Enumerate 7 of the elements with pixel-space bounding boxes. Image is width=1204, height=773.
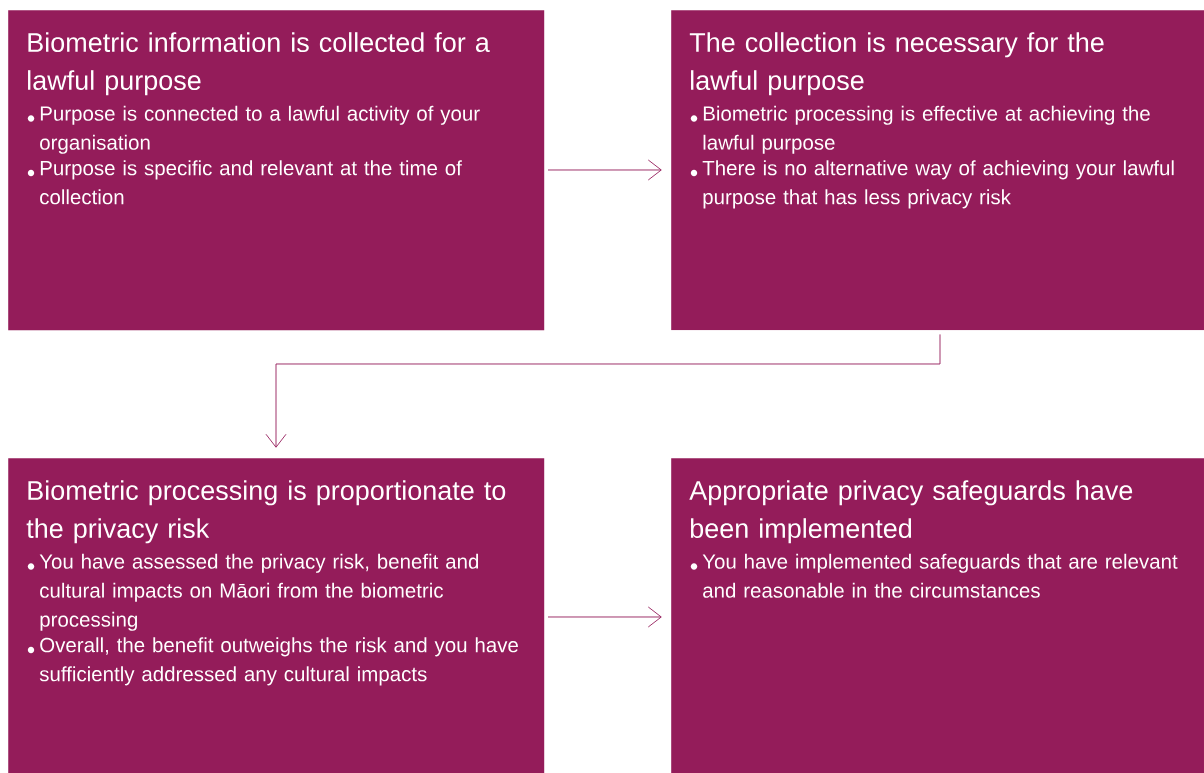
process-box: Biometric information is collected for a lawful purpose Purpose is connected to a lawful activity of your organisation Purpose is specific and relevant at the time of collection — [8, 10, 545, 331]
arrow — [547, 159, 662, 181]
arrow — [265, 333, 941, 448]
arrow — [547, 606, 662, 628]
process-box: Biometric processing is proportionate to the privacy risk You have assessed the privacy risk, benefit and cultural impacts on Māori from the biometric processing Overall, the benefit outweighs the risk and you have sufficiently addressed any cultural impacts — [8, 458, 545, 773]
process-box: Appropriate privacy safeguards have been implemented You have implemented safeguards that are relevant and reasonable in the circumstances — [671, 458, 1204, 773]
process-box: The collection is necessary for the lawful purpose Biometric processing is effective at achieving the lawful purpose There is no alternative way of achieving your lawful purpose that has less privacy risk — [671, 10, 1204, 331]
